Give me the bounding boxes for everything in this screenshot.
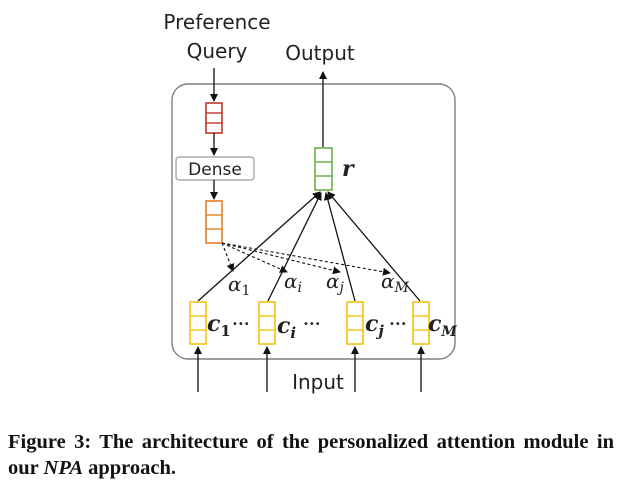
- alpha-j-label: αj: [326, 269, 345, 296]
- input-vector-cm: [412, 301, 430, 345]
- dense-vector: [205, 200, 223, 244]
- ci-label: ci: [277, 313, 296, 342]
- module-frame: [171, 83, 456, 360]
- arrow-cm-to-r: [327, 191, 421, 302]
- dash-to-a1: [221, 242, 235, 272]
- ellipsis-3: •••: [389, 319, 407, 330]
- query-label: Query: [187, 39, 248, 63]
- input-vector-c1: [189, 301, 207, 345]
- input-vector-ci: [258, 301, 276, 345]
- cm-label: cM: [428, 311, 457, 340]
- alpha-m-label: αM: [381, 269, 410, 296]
- input-arrows: [194, 346, 425, 392]
- output-vector: [314, 147, 333, 191]
- attention-dashed-arrows: [221, 242, 391, 276]
- caption-emphasis: NPA: [43, 457, 83, 479]
- figure-caption: Figure 3: The architecture of the person…: [8, 429, 614, 481]
- query-vector: [205, 102, 223, 134]
- caption-prefix: Figure 3: The architecture of the person…: [8, 431, 614, 479]
- alpha-i-label: αi: [284, 269, 302, 296]
- arrow-c1-to-r: [197, 191, 321, 302]
- arrow-ci-to-r: [267, 192, 322, 302]
- input-label: Input: [292, 370, 344, 394]
- input-vector-cj: [346, 301, 364, 345]
- c1-label: c1: [207, 311, 231, 340]
- ellipsis-1: •••: [232, 319, 250, 330]
- dense-layer: Dense: [175, 156, 255, 181]
- cj-label: cj: [365, 311, 384, 340]
- ellipsis-2: •••: [303, 319, 321, 330]
- output-label: Output: [285, 41, 355, 65]
- dense-label: Dense: [188, 160, 242, 180]
- arrow-cj-to-r: [323, 192, 356, 302]
- weighted-arrows: [197, 191, 421, 302]
- r-label: r: [342, 156, 355, 182]
- dash-to-ai: [221, 242, 288, 273]
- caption-suffix: approach.: [83, 457, 177, 479]
- dash-to-aj: [221, 242, 341, 275]
- preference-label: Preference: [163, 10, 270, 34]
- dash-to-am: [221, 242, 391, 276]
- alpha-1-label: α1: [228, 272, 250, 299]
